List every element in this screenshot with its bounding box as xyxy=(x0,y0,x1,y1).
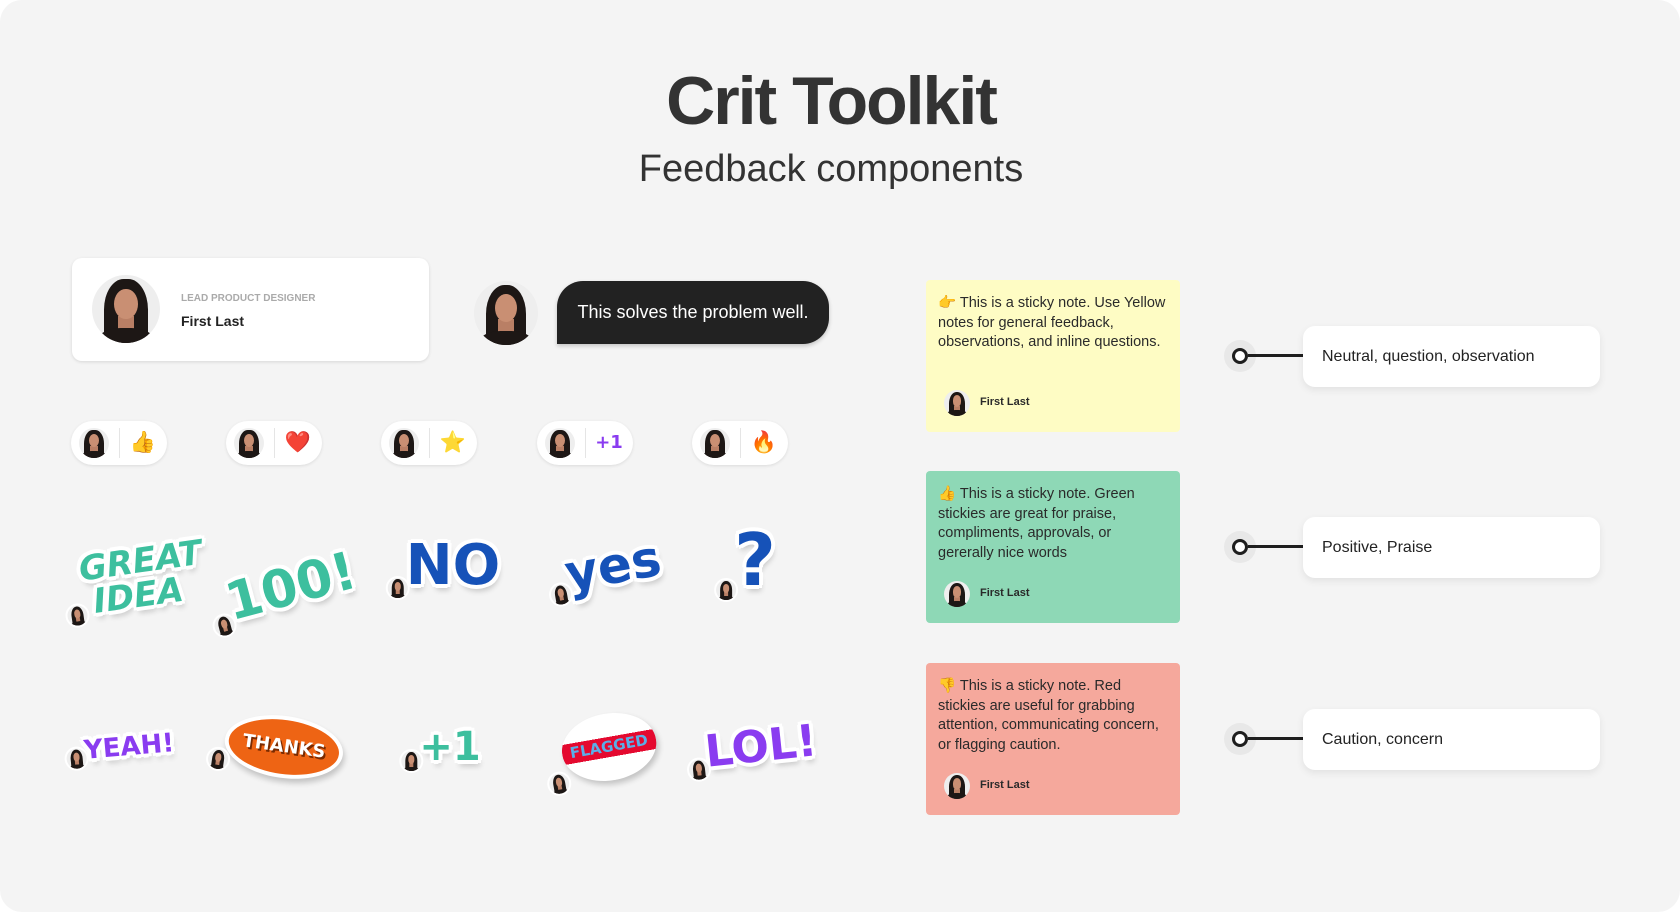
avatar xyxy=(944,773,970,799)
sticker-text: 100! xyxy=(219,540,363,634)
sticky-note[interactable]: 👎 This is a sticky note. Red stickies ar… xyxy=(926,663,1180,815)
plus-one-icon: +1 xyxy=(595,432,623,453)
thumbs-up-icon: 👍 xyxy=(129,431,157,454)
reaction-pill[interactable]: ❤️ xyxy=(226,421,322,465)
avatar xyxy=(92,275,160,343)
sticker-flagged[interactable]: FLAGGED xyxy=(545,705,662,798)
avatar xyxy=(234,428,264,458)
avatar xyxy=(399,749,424,773)
reaction-pill[interactable]: ⭐ xyxy=(381,421,477,465)
note-text: This is a sticky note. Red stickies are … xyxy=(938,678,1159,753)
sticker-yes[interactable]: yes xyxy=(547,529,665,609)
star-icon: ⭐ xyxy=(439,431,467,454)
avatar xyxy=(545,769,574,798)
sticker-text: YEAH! xyxy=(82,728,176,766)
note-author: First Last xyxy=(944,390,1030,416)
note-text: This is a sticky note. Green stickies ar… xyxy=(938,486,1135,561)
divider xyxy=(119,428,120,458)
avatar xyxy=(79,428,109,458)
connector-dot-icon xyxy=(1232,539,1248,555)
connector xyxy=(1224,340,1304,372)
note-author: First Last xyxy=(944,581,1030,607)
heart-icon: ❤️ xyxy=(284,431,312,454)
sticker-lol[interactable]: LOL! xyxy=(685,715,819,783)
sticker-text: ? xyxy=(734,518,776,602)
page-subtitle: Feedback components xyxy=(638,148,1024,190)
avatar xyxy=(545,428,575,458)
legend-label: Neutral, question, observation xyxy=(1303,326,1600,387)
sticker-text: LOL! xyxy=(702,715,820,778)
profile-card[interactable]: LEAD PRODUCT DESIGNER First Last xyxy=(72,258,429,361)
connector xyxy=(1224,531,1304,563)
avatar xyxy=(944,390,970,416)
avatar xyxy=(385,576,410,600)
sticky-note[interactable]: 👉 This is a sticky note. Use Yellow note… xyxy=(926,280,1180,432)
note-author: First Last xyxy=(944,773,1030,799)
connector xyxy=(1224,723,1304,755)
author-name: First Last xyxy=(980,587,1030,600)
sticker-100[interactable]: 100! xyxy=(209,541,363,641)
note-emoji-icon: 👎 xyxy=(938,678,957,694)
divider xyxy=(585,428,586,458)
avatar xyxy=(63,601,92,630)
comment-avatar xyxy=(474,281,538,345)
author-name: First Last xyxy=(980,779,1030,792)
author-name: First Last xyxy=(980,396,1030,409)
sticker-greatidea[interactable]: GREAT IDEA xyxy=(63,533,204,630)
sticker-1[interactable]: +1 xyxy=(399,724,481,773)
reaction-pill[interactable]: 🔥 xyxy=(692,421,788,465)
sticker-text: NO xyxy=(405,533,501,598)
legend-label: Caution, concern xyxy=(1303,709,1600,770)
avatar xyxy=(714,578,739,602)
connector-dot-icon xyxy=(1232,348,1248,364)
avatar xyxy=(204,745,232,773)
sticker-text: FLAGGED xyxy=(568,730,650,763)
profile-role: LEAD PRODUCT DESIGNER xyxy=(181,293,316,304)
divider xyxy=(740,428,741,458)
reaction-pill[interactable]: +1 xyxy=(537,421,633,465)
note-emoji-icon: 👉 xyxy=(938,295,957,311)
legend-label: Positive, Praise xyxy=(1303,517,1600,578)
sticker-[interactable]: ? xyxy=(714,524,776,602)
divider xyxy=(274,428,275,458)
avatar xyxy=(389,428,419,458)
note-text: This is a sticky note. Use Yellow notes … xyxy=(938,295,1166,350)
sticker-yeah[interactable]: YEAH! xyxy=(63,728,176,772)
sticker-thanks[interactable]: THANKS xyxy=(204,708,348,786)
sticker-no[interactable]: NO xyxy=(385,538,500,600)
fire-icon: 🔥 xyxy=(750,431,778,454)
avatar xyxy=(700,428,730,458)
comment-bubble[interactable]: This solves the problem well. xyxy=(557,281,829,344)
avatar xyxy=(944,581,970,607)
sticker-text: THANKS xyxy=(241,730,327,763)
profile-name: First Last xyxy=(181,313,245,329)
divider xyxy=(429,428,430,458)
sticker-text: GREAT IDEA xyxy=(76,532,205,622)
reaction-pill[interactable]: 👍 xyxy=(71,421,167,465)
sticker-text: +1 xyxy=(419,724,481,770)
connector-dot-icon xyxy=(1232,731,1248,747)
sticker-text: yes xyxy=(560,529,666,603)
page-title: Crit Toolkit xyxy=(666,63,998,139)
sticky-note[interactable]: 👍 This is a sticky note. Green stickies … xyxy=(926,471,1180,623)
note-emoji-icon: 👍 xyxy=(938,486,957,502)
